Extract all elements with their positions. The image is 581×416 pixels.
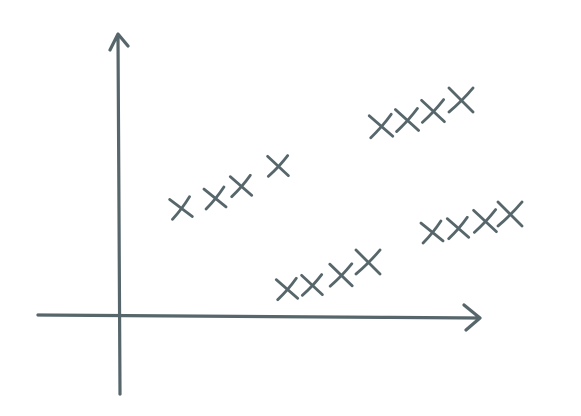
x-mark xyxy=(367,112,395,140)
axes xyxy=(36,32,482,396)
x-mark xyxy=(274,276,300,302)
x-mark xyxy=(472,208,498,234)
x-mark xyxy=(228,173,254,199)
x-mark xyxy=(328,262,354,288)
x-mark xyxy=(445,215,471,241)
x-mark xyxy=(266,154,290,178)
x-axis-arrowhead xyxy=(462,303,482,332)
x-mark xyxy=(202,185,228,211)
upper-right-cluster xyxy=(367,86,475,140)
x-mark xyxy=(419,219,445,245)
x-axis xyxy=(36,313,480,320)
x-mark xyxy=(420,98,446,124)
x-mark xyxy=(496,200,524,228)
x-mark xyxy=(354,248,382,276)
x-mark xyxy=(447,86,475,114)
scatter-marks xyxy=(168,86,524,302)
lower-middle-cluster xyxy=(274,248,382,302)
y-axis xyxy=(116,36,122,396)
upper-left-cluster xyxy=(168,154,290,221)
lower-right-cluster xyxy=(419,200,524,245)
x-mark xyxy=(394,107,420,133)
x-mark xyxy=(168,195,194,221)
y-axis-arrowhead xyxy=(108,32,130,52)
x-mark xyxy=(300,273,324,297)
